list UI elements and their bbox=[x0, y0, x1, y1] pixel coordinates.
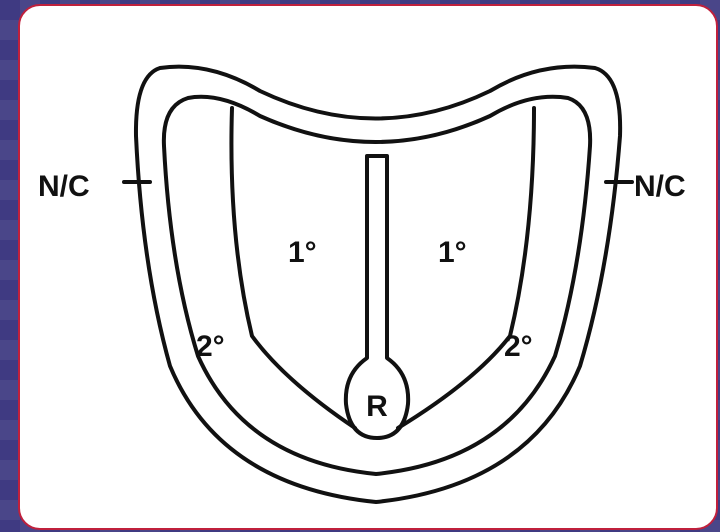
right-primary-label: 1° bbox=[438, 236, 467, 269]
left-primary-label: 1° bbox=[288, 236, 317, 269]
slide-card: N/C N/C 1° 1° 2° 2° R bbox=[18, 4, 718, 530]
denture-zone-diagram: N/C N/C 1° 1° 2° 2° R bbox=[20, 6, 718, 530]
center-r-label: R bbox=[366, 390, 388, 423]
right-secondary-label: 2° bbox=[504, 330, 533, 363]
right-nc-label: N/C bbox=[634, 170, 686, 203]
left-secondary-label: 2° bbox=[196, 330, 225, 363]
left-nc-label: N/C bbox=[38, 170, 90, 203]
